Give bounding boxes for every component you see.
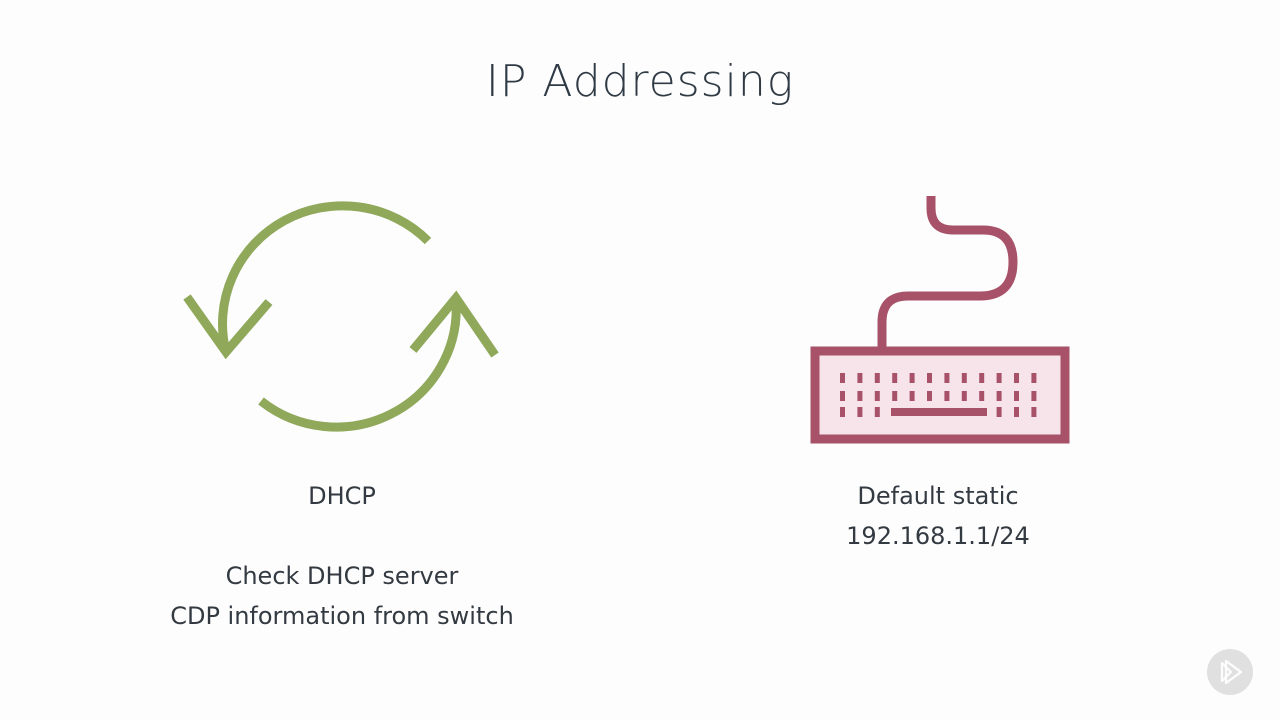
keyboard-key <box>944 391 950 401</box>
pluralsight-play-icon <box>1220 659 1243 685</box>
dhcp-heading: DHCP <box>308 482 376 510</box>
keyboard-key <box>1014 407 1019 417</box>
slide-title: IP Addressing <box>485 56 795 107</box>
keyboard-key <box>996 373 1002 383</box>
keyboard-key <box>840 407 845 417</box>
keyboard-spacebar <box>891 408 987 416</box>
keyboard-key <box>961 373 967 383</box>
keyboard-key <box>979 373 985 383</box>
keyboard-key <box>927 373 932 383</box>
keyboard-key <box>979 391 985 401</box>
keyboard-key <box>1031 391 1037 401</box>
dhcp-detail-line: Check DHCP server <box>225 562 459 590</box>
keyboard-key <box>840 373 845 383</box>
dhcp-detail-line: CDP information from switch <box>170 602 514 630</box>
keyboard-key <box>857 391 863 401</box>
sync-arrows-icon <box>170 180 520 460</box>
keyboard-key <box>874 373 880 383</box>
static-ip-address: 192.168.1.1/24 <box>846 522 1030 550</box>
keyboard-key <box>961 391 967 401</box>
keyboard-key <box>892 391 898 401</box>
keyboard-key <box>874 407 880 417</box>
keyboard-key <box>857 407 863 417</box>
keyboard-key <box>1014 373 1019 383</box>
static-column: Default static 192.168.1.1/24 <box>738 476 1138 556</box>
keyboard-key <box>892 373 898 383</box>
keyboard-key <box>909 373 915 383</box>
keyboard-key <box>996 391 1002 401</box>
keyboard-key <box>909 391 915 401</box>
keyboard-key <box>840 391 845 401</box>
keyboard-key <box>857 373 863 383</box>
player-button[interactable] <box>1207 649 1253 695</box>
keyboard-key <box>1031 373 1037 383</box>
keyboard-key <box>927 391 932 401</box>
keyboard-key <box>1014 391 1019 401</box>
keyboard-key <box>874 391 880 401</box>
keyboard-key <box>944 373 950 383</box>
spacer <box>142 516 542 556</box>
dhcp-column: DHCP Check DHCP server CDP information f… <box>142 476 542 636</box>
keyboard-key <box>1031 407 1037 417</box>
keyboard-icon <box>800 180 1080 460</box>
static-heading: Default static <box>857 482 1019 510</box>
keyboard-key <box>996 407 1002 417</box>
